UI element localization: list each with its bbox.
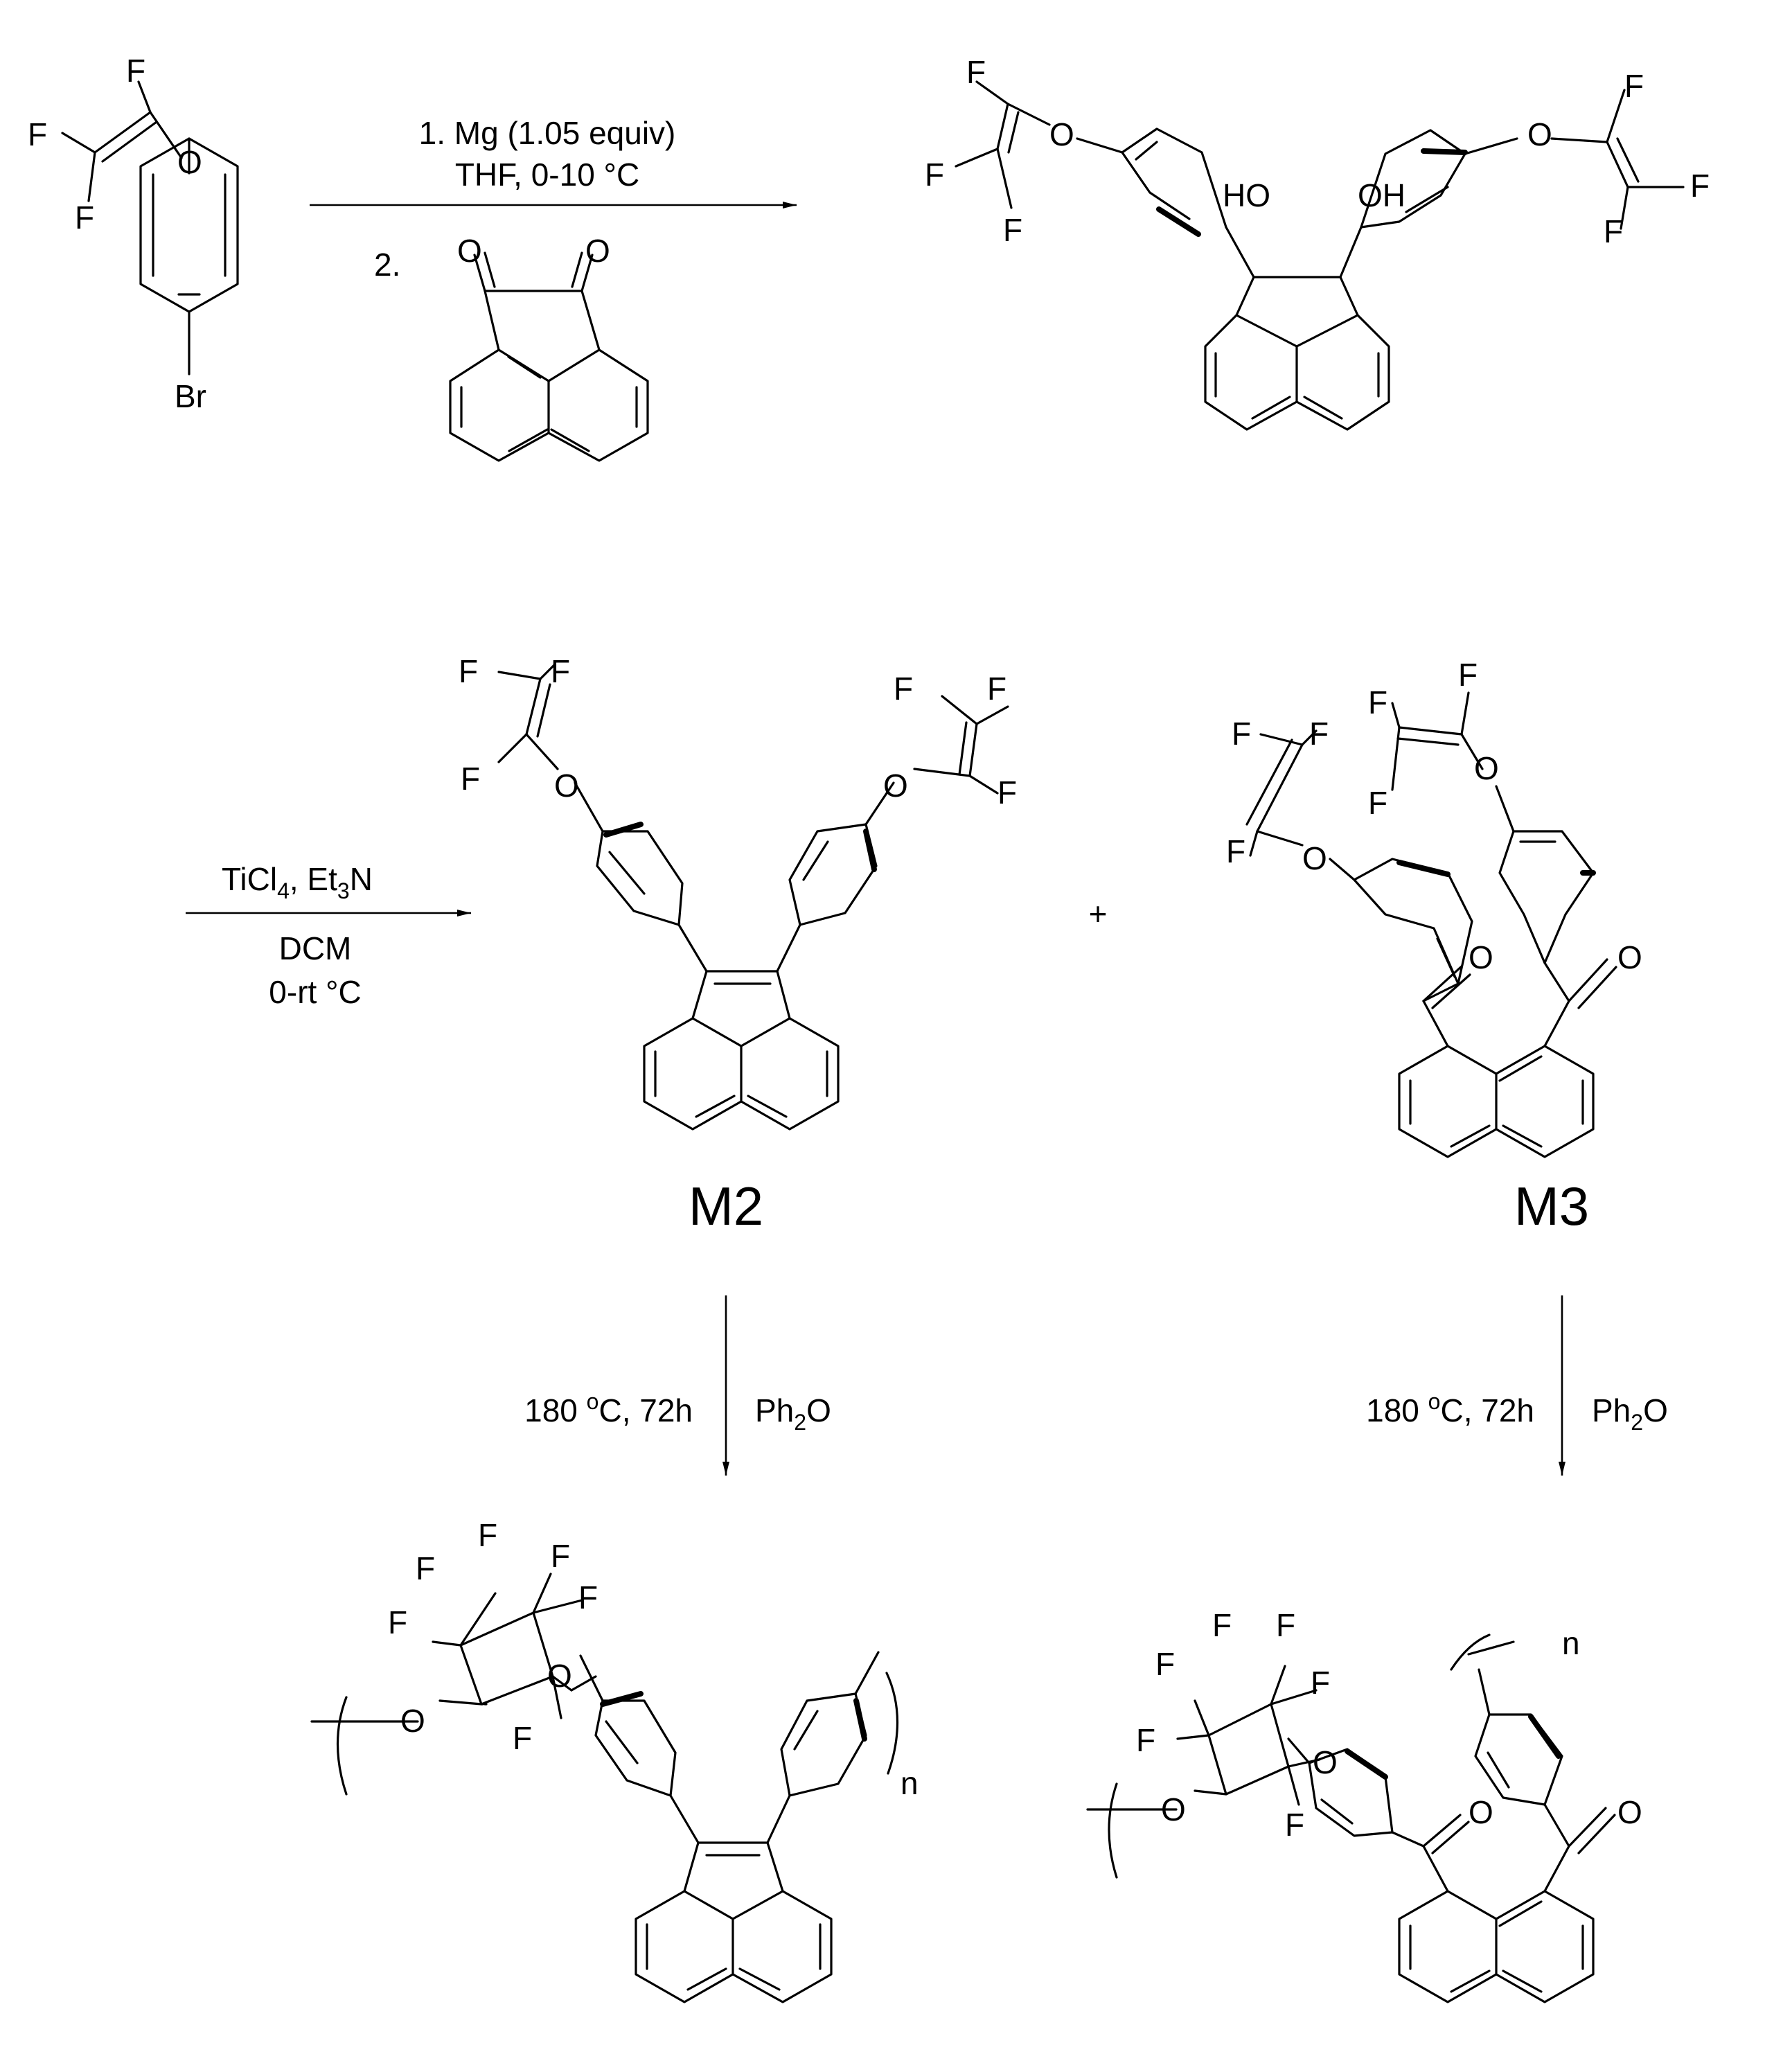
polymerization-conditions-m3: 180 oC, 72h: [1366, 1389, 1534, 1428]
atom-f: F: [1368, 684, 1387, 720]
atom-f: F: [1276, 1607, 1295, 1643]
atom-o: O: [883, 768, 908, 804]
step1-condition-line1: 1. Mg (1.05 equiv): [419, 115, 676, 151]
polymerization-solvent-m2: Ph2O: [755, 1392, 831, 1435]
plus-sign: +: [1089, 896, 1108, 932]
atom-f: F: [1232, 716, 1251, 752]
atom-o: O: [1469, 939, 1493, 975]
atom-o: O: [1161, 1791, 1186, 1827]
step2-number: 2.: [374, 247, 400, 283]
polymerization-conditions-m2: 180 oC, 72h: [524, 1389, 693, 1428]
atom-f: F: [1368, 785, 1387, 821]
label-m2: M2: [689, 1176, 763, 1237]
polymerization-solvent-m3: Ph2O: [1592, 1392, 1668, 1435]
atom-f: F: [551, 1538, 570, 1574]
atom-f: F: [966, 54, 986, 90]
atom-f: F: [126, 53, 145, 89]
atom-o: O: [1313, 1744, 1338, 1780]
atom-f: F: [1136, 1722, 1155, 1758]
atom-f: F: [1226, 833, 1245, 869]
atom-n: n: [1562, 1625, 1580, 1661]
atom-ho: HO: [1223, 177, 1270, 213]
atom-o: O: [1617, 1794, 1642, 1830]
atom-f: F: [1311, 1665, 1330, 1701]
acenaphthenequinone: O O: [449, 233, 649, 462]
atom-o: O: [1617, 939, 1642, 975]
atom-o: O: [1469, 1794, 1493, 1830]
atom-o: O: [547, 1658, 572, 1694]
atom-f: F: [1690, 168, 1710, 204]
polymer-p2-structure: F F F F F O O F n: [310, 1517, 919, 2003]
atom-o: O: [554, 768, 579, 804]
atom-f: F: [1155, 1646, 1175, 1682]
atom-br: Br: [175, 378, 206, 414]
atom-f: F: [1003, 212, 1022, 248]
atom-f: F: [894, 671, 913, 707]
step2-solvent: DCM: [279, 930, 352, 966]
atom-f: F: [1212, 1607, 1232, 1643]
atom-f: F: [388, 1604, 407, 1640]
atom-o: O: [177, 144, 202, 180]
atom-f: F: [75, 200, 94, 236]
step2-reagents: TiCl4, Et3N: [222, 861, 373, 903]
atom-o: O: [1302, 840, 1327, 876]
atom-f: F: [997, 774, 1017, 811]
atom-f: F: [925, 157, 944, 193]
atom-o: O: [400, 1703, 425, 1739]
monomer-m3-structure: F F F O F F F O O O: [1226, 657, 1642, 1158]
step2-temperature: 0-rt °C: [269, 974, 361, 1010]
diol-intermediate: O F F F HO OH O F F F: [925, 54, 1710, 431]
atom-f: F: [1309, 716, 1329, 752]
atom-f: F: [416, 1550, 435, 1586]
starting-material-bromophenyl-ether: O F F F Br: [28, 53, 239, 414]
label-m3: M3: [1514, 1176, 1589, 1237]
atom-f: F: [1285, 1807, 1304, 1843]
atom-o: O: [1474, 750, 1499, 786]
polymer-p3-structure: F F F F F O O F O O n: [1086, 1607, 1642, 2003]
atom-f: F: [513, 1720, 532, 1756]
atom-f: F: [1604, 213, 1623, 249]
atom-f: F: [578, 1579, 598, 1615]
atom-f: F: [28, 116, 47, 152]
atom-o: O: [457, 233, 482, 269]
atom-f: F: [551, 653, 570, 689]
atom-f: F: [461, 761, 480, 797]
atom-o: O: [1527, 116, 1552, 152]
atom-o: O: [1049, 116, 1074, 152]
atom-o: O: [585, 233, 610, 269]
atom-f: F: [478, 1517, 497, 1553]
step1-condition-line2: THF, 0-10 °C: [455, 157, 639, 193]
atom-f: F: [987, 671, 1006, 707]
atom-oh: OH: [1358, 177, 1405, 213]
atom-f: F: [459, 653, 478, 689]
monomer-m2-structure: F F F O F F O F: [459, 653, 1017, 1131]
atom-f: F: [1624, 68, 1644, 104]
atom-n: n: [901, 1765, 919, 1801]
atom-f: F: [1458, 657, 1478, 693]
